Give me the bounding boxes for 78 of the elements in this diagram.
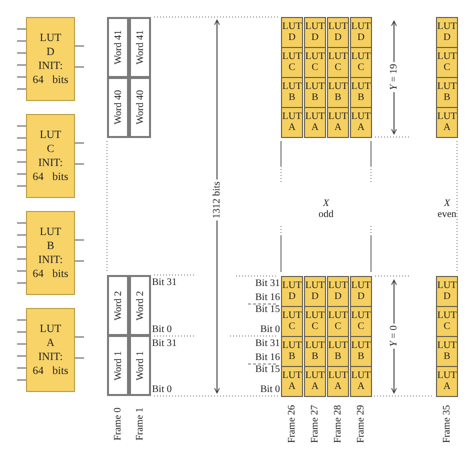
lut-cell: LUT B	[327, 336, 349, 367]
lut-cell: LUT D	[350, 17, 372, 48]
word-box: Word 1	[129, 335, 151, 396]
lut-cell: LUT D	[350, 276, 372, 307]
dimension-label: Y = 19	[388, 62, 400, 92]
bit-label: Bit 15	[255, 365, 280, 375]
bit-label: Bit 31	[255, 279, 280, 289]
axis-label: odd	[318, 210, 334, 220]
lut-cell: LUT A	[281, 366, 303, 397]
axis-label: X	[444, 199, 450, 209]
lut-cell: LUT B	[281, 336, 303, 367]
bit-label: Bit 0	[260, 385, 280, 395]
lut-cell: LUT C	[327, 47, 349, 78]
lut-cell: LUT A	[350, 107, 372, 138]
lut-cell: LUT B	[327, 77, 349, 108]
word-box: Word 2	[107, 275, 129, 336]
bit-label: Bit 31	[152, 339, 177, 349]
frame-label: Frame 0	[112, 405, 124, 443]
bit-label: Bit 0	[260, 325, 280, 335]
word-box: Word 40	[107, 77, 129, 138]
word-box: Word 41	[129, 17, 151, 78]
frame-label: Frame 29	[356, 402, 366, 446]
frame-label: Frame 35	[442, 402, 452, 446]
bit-label: Bit 16	[255, 293, 280, 303]
lut-cell: LUT D	[327, 276, 349, 307]
lut-cell: LUT A	[436, 366, 458, 397]
bit-label: Bit 31	[255, 339, 280, 349]
lut-cell: LUT B	[304, 336, 326, 367]
lut-block: LUT A INIT: 64 bits	[26, 308, 75, 392]
lut-cell: LUT B	[304, 77, 326, 108]
lut-cell: LUT B	[350, 77, 372, 108]
word-box: Word 2	[129, 275, 151, 336]
axis-label: even	[438, 210, 456, 220]
bit-label: Bit 15	[255, 305, 280, 315]
lut-block: LUT D INIT: 64 bits	[26, 17, 75, 101]
dimension-label: Y = 0	[388, 323, 400, 349]
lut-cell: LUT A	[304, 366, 326, 397]
lut-cell: LUT A	[281, 107, 303, 138]
lut-cell: LUT C	[281, 306, 303, 337]
lut-cell: LUT D	[304, 17, 326, 48]
lut-cell: LUT D	[327, 17, 349, 48]
lut-cell: LUT C	[327, 306, 349, 337]
dimension-label: 1312 bits	[212, 180, 222, 220]
lut-cell: LUT A	[436, 107, 458, 138]
lut-cell: LUT A	[304, 107, 326, 138]
lut-cell: LUT C	[304, 47, 326, 78]
lut-cell: LUT B	[436, 336, 458, 367]
bit-label: Bit 16	[255, 353, 280, 363]
lut-cell: LUT D	[436, 17, 458, 48]
lut-cell: LUT C	[436, 306, 458, 337]
lut-block: LUT C INIT: 64 bits	[26, 114, 75, 198]
lut-cell: LUT C	[281, 47, 303, 78]
frame-label: Frame 27	[310, 402, 320, 446]
lut-cell: LUT C	[350, 47, 372, 78]
lut-cell: LUT B	[436, 77, 458, 108]
frame-label: Frame 26	[286, 402, 298, 446]
bit-label: Bit 31	[152, 278, 177, 288]
bit-label: Bit 0	[152, 385, 172, 395]
lut-cell: LUT B	[350, 336, 372, 367]
lut-cell: LUT C	[350, 306, 372, 337]
lut-cell: LUT C	[304, 306, 326, 337]
lut-cell: LUT C	[436, 47, 458, 78]
axis-label: X	[322, 199, 330, 209]
frame-label: Frame 1	[134, 405, 146, 443]
lut-cell: LUT A	[327, 366, 349, 397]
frame-label: Frame 28	[332, 402, 344, 446]
lut-block: LUT B INIT: 64 bits	[26, 211, 75, 295]
lut-cell: LUT D	[436, 276, 458, 307]
lut-cell: LUT D	[281, 17, 303, 48]
word-box: Word 1	[107, 335, 129, 396]
bit-label: Bit 0	[152, 325, 172, 335]
word-box: Word 41	[107, 17, 129, 78]
lut-cell: LUT B	[281, 77, 303, 108]
lut-cell: LUT A	[350, 366, 372, 397]
lut-cell: LUT D	[304, 276, 326, 307]
lut-cell: LUT A	[327, 107, 349, 138]
lut-cell: LUT D	[281, 276, 303, 307]
word-box: Word 40	[129, 77, 151, 138]
